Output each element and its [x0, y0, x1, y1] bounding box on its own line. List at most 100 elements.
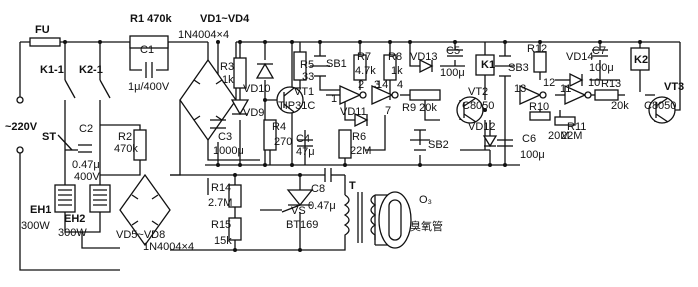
- vt2-transistor: [456, 96, 484, 124]
- label-r7: R7: [357, 51, 371, 63]
- label-pin3: 3: [374, 79, 380, 91]
- label-c8-val: 0.47μ: [308, 200, 336, 212]
- c2-capacitor: [78, 144, 92, 153]
- label-pin7: 7: [385, 105, 391, 117]
- component-labels: FU R1 470k VD1~VD4 1N4004×4 C1 1μ/400V K…: [5, 13, 684, 253]
- label-c6: C6: [522, 133, 536, 145]
- label-o3: O₃: [419, 194, 432, 206]
- label-eh2-val: 300W: [58, 227, 87, 239]
- k1-coil: [475, 54, 495, 76]
- mains-terminal-top: [16, 96, 24, 104]
- label-pin2: 2: [358, 79, 364, 91]
- label-r2-val: 470k: [114, 143, 138, 155]
- label-k1: K1-1: [40, 64, 64, 76]
- r6-resistor: [338, 129, 352, 159]
- label-c5: C5: [446, 45, 460, 57]
- label-r7-val: 4.7k: [355, 65, 376, 77]
- r4-resistor: [263, 119, 277, 151]
- c4-capacitor: [297, 139, 313, 147]
- r14-resistor: [228, 184, 242, 208]
- label-mains: ~220V: [5, 121, 38, 133]
- label-vs: VS: [291, 205, 306, 217]
- sb3-switch: [495, 55, 515, 77]
- label-c6-val: 100μ: [520, 149, 545, 161]
- gate-1-2: [339, 84, 367, 106]
- label-c8: C8: [311, 183, 325, 195]
- label-r2: R2: [118, 131, 132, 143]
- c7-capacitor: [592, 49, 608, 57]
- label-sb3: SB3: [508, 62, 529, 74]
- r15-resistor: [228, 217, 242, 241]
- gate-3-4: [371, 84, 399, 106]
- label-vt3-type: C8050: [644, 100, 676, 112]
- label-r4: R4: [272, 121, 286, 133]
- label-eh1-val: 300W: [21, 220, 50, 232]
- c3-capacitor: [210, 119, 226, 129]
- label-c3-val: 1000μ: [213, 145, 244, 157]
- label-vt3: VT3: [664, 81, 684, 93]
- ozone-tube: [378, 191, 412, 249]
- label-vd5-vd8: VD5~VD8: [116, 229, 165, 241]
- label-eh2: EH2: [64, 213, 85, 225]
- r3-resistor: [233, 57, 247, 89]
- label-c1-val: 1μ/400V: [128, 81, 170, 93]
- junction-dots: [63, 40, 642, 252]
- label-vd12: VD12: [468, 121, 496, 133]
- label-r13-val: 20k: [611, 100, 629, 112]
- label-r8-val: 1k: [391, 65, 403, 77]
- k1-contact: [64, 79, 76, 99]
- label-vt1: VT1: [294, 86, 314, 98]
- r8-resistor: [383, 54, 397, 81]
- st-switch: [57, 134, 73, 151]
- label-r3-val: 1k: [222, 74, 234, 86]
- label-pin10: 10: [588, 77, 600, 89]
- r9-resistor: [409, 89, 441, 101]
- label-vd1-vd4: VD1~VD4: [200, 13, 250, 25]
- r11-resistor: [554, 116, 576, 126]
- label-st: ST: [42, 131, 56, 143]
- label-c4-val: 47μ: [296, 146, 315, 158]
- label-sb1: SB1: [326, 58, 347, 70]
- bridge-vd5-vd8: [119, 173, 171, 247]
- label-r14: R14: [211, 182, 231, 194]
- label-vt2-type: C8050: [462, 100, 494, 112]
- eh2-heater: [89, 184, 111, 213]
- vd12-diode: [482, 135, 498, 148]
- label-r5: R5: [300, 59, 314, 71]
- r1-resistor: [129, 35, 169, 49]
- transformer-t: [343, 192, 377, 243]
- label-r12: R12: [527, 43, 547, 55]
- label-r10-val: 20M: [548, 130, 569, 142]
- r12-resistor: [533, 51, 547, 73]
- label-eh1: EH1: [30, 204, 51, 216]
- label-r5-val: 33: [302, 71, 314, 83]
- label-vt1-type: TIP31C: [278, 100, 315, 112]
- label-c7-val: 100μ: [589, 62, 614, 74]
- vs-thyristor: [281, 189, 314, 213]
- vt3-transistor: [648, 96, 676, 124]
- label-r4-val: 270: [274, 136, 292, 148]
- vd14-led: [569, 72, 584, 88]
- c6-capacitor: [497, 139, 513, 147]
- label-r6-val: 22M: [350, 145, 371, 157]
- r10-resistor: [529, 111, 551, 121]
- label-fu: FU: [35, 24, 50, 36]
- label-vd14: VD14: [566, 51, 594, 63]
- label-vd11: VD11: [340, 106, 367, 118]
- label-vd13: VD13: [410, 51, 438, 63]
- label-pin14: 14: [376, 79, 388, 91]
- r2-resistor: [133, 129, 147, 161]
- label-vd5-vd8-type: 1N4004×4: [143, 241, 194, 253]
- label-r6: R6: [352, 131, 366, 143]
- label-pin12: 12: [543, 77, 555, 89]
- label-c5-val: 100μ: [440, 67, 465, 79]
- label-ozone-tube: 臭氧管: [410, 219, 443, 233]
- label-k1-coil: K1: [481, 59, 495, 71]
- eh1-heater: [54, 184, 76, 213]
- label-r15-val: 15k: [214, 235, 232, 247]
- vd13-led: [419, 58, 434, 74]
- label-pin11: 11: [560, 83, 571, 95]
- label-r11-val: 22M: [561, 130, 582, 142]
- c1-capacitor: [145, 62, 153, 78]
- label-pin4: 4: [397, 79, 403, 91]
